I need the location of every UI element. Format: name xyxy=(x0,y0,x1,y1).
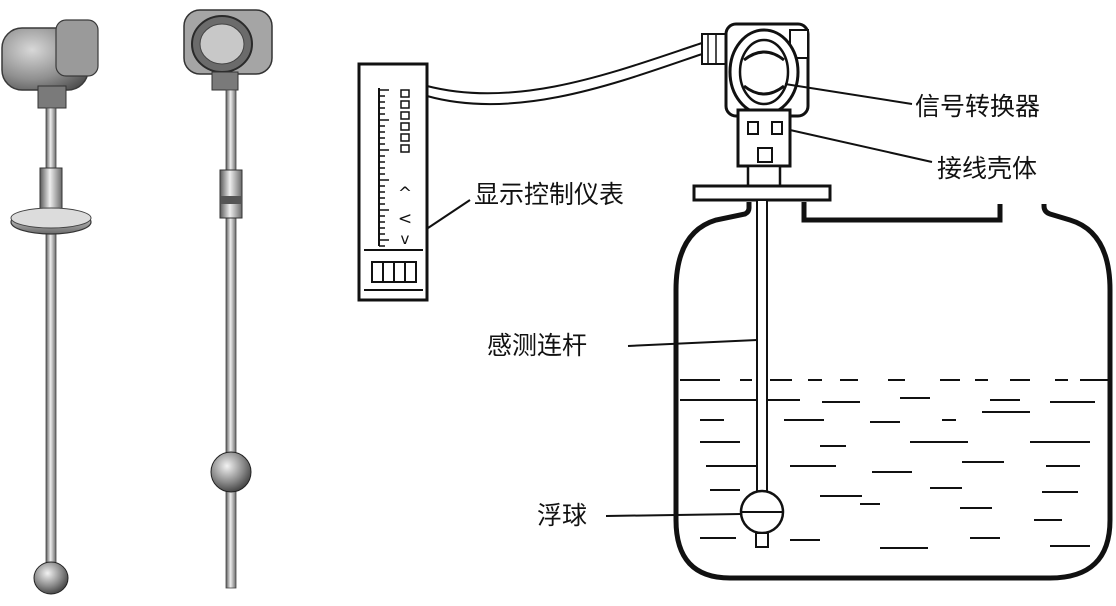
mounting-flange xyxy=(692,184,832,202)
leader-lines xyxy=(427,83,933,517)
indicator-square xyxy=(400,89,410,98)
transmitter-head-1 xyxy=(1,19,99,109)
signal-cable xyxy=(426,41,709,106)
label-display-controller: 显示控制仪表 xyxy=(474,180,625,209)
transmitter-head-2 xyxy=(183,9,273,91)
junction-housing xyxy=(736,108,792,188)
float-ball xyxy=(739,489,785,548)
fitting-2 xyxy=(219,169,243,219)
symbol-down: v xyxy=(401,230,410,248)
indicator-square xyxy=(400,122,410,131)
photo-flanged-transmitter xyxy=(1,19,99,595)
indicator-square xyxy=(400,144,410,153)
label-sensing-rod: 感测连杆 xyxy=(487,331,588,360)
sensing-rod xyxy=(756,199,768,497)
symbol-up: ^ xyxy=(398,184,412,204)
label-signal-converter: 信号转换器 xyxy=(915,92,1041,121)
label-junction-housing: 接线壳体 xyxy=(937,154,1038,183)
display-control-instrument xyxy=(357,62,429,302)
indicator-square xyxy=(400,133,410,142)
label-float-ball: 浮球 xyxy=(537,501,588,530)
rod-2 xyxy=(225,89,237,589)
display-scale xyxy=(379,89,389,247)
float-ball-2 xyxy=(210,451,252,493)
liquid xyxy=(680,379,1108,549)
fitting-1 xyxy=(39,167,63,211)
indicator-square xyxy=(400,100,410,109)
float-ball-1 xyxy=(33,561,69,595)
indicator-lights xyxy=(400,89,410,153)
photo-threaded-transmitter xyxy=(183,9,273,589)
symbol-left: < xyxy=(398,209,412,229)
storage-tank xyxy=(673,202,1113,581)
signal-converter xyxy=(701,22,810,118)
indicator-square xyxy=(400,111,410,120)
